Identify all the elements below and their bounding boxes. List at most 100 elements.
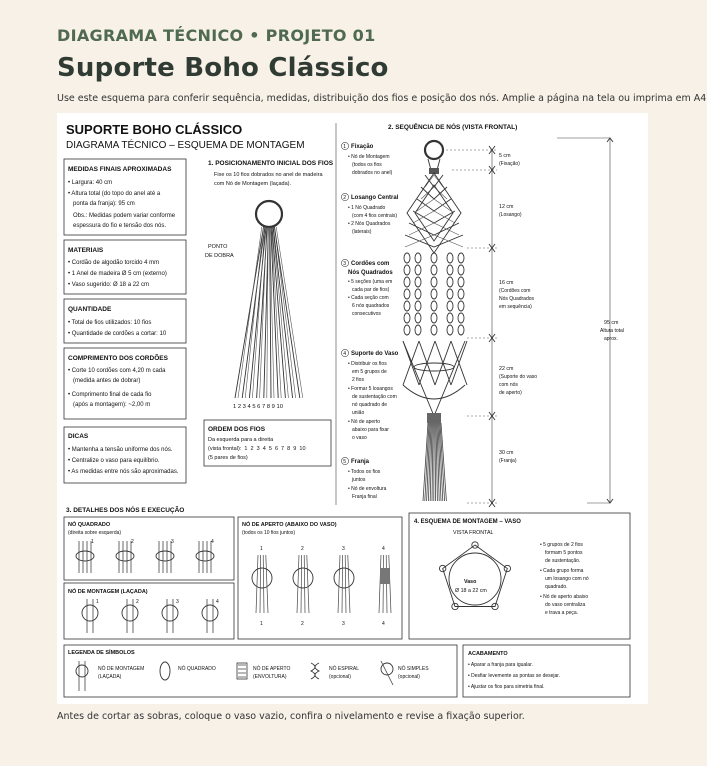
svg-text:5: 5 <box>343 459 346 465</box>
svg-text:• Cada seção com: • Cada seção com <box>348 295 389 301</box>
sheet-subtitle: DIAGRAMA TÉCNICO – ESQUEMA DE MONTAGEM <box>66 138 305 151</box>
cord-numbers: 1 2 3 4 5 6 7 8 9 10 <box>233 404 283 410</box>
intro-text: Use este esquema para conferir sequência… <box>57 93 707 104</box>
dicas-line: • Centralize o vaso para equilíbrio. <box>68 458 160 464</box>
svg-text:1: 1 <box>260 546 263 552</box>
svg-text:2: 2 <box>301 621 304 627</box>
svg-text:de sustentação com: de sustentação com <box>352 394 397 400</box>
svg-text:o vaso: o vaso <box>352 435 367 441</box>
svg-text:união: união <box>352 410 364 416</box>
sheet-title: SUPORTE BOHO CLÁSSICO <box>66 122 242 137</box>
step-suporte: Suporte do Vaso <box>351 351 399 357</box>
svg-text:(opcional): (opcional) <box>329 674 351 680</box>
svg-text:2 fios: 2 fios <box>352 377 364 383</box>
posicionamento-desc: Fixe os 10 fios dobrados no anel de made… <box>214 172 323 178</box>
svg-text:(com 4 fios centrais): (com 4 fios centrais) <box>352 213 397 219</box>
svg-text:NÓ DE MONTAGEM: NÓ DE MONTAGEM <box>98 665 144 672</box>
svg-text:• Desfiar levemente as pontas: • Desfiar levemente as pontas se desejar… <box>468 673 560 679</box>
medidas-line: ponta da franja): 95 cm <box>73 201 135 207</box>
dicas-line: • Mantenha a tensão uniforme dos nós. <box>68 447 173 453</box>
esquema-box: 4. ESQUEMA DE MONTAGEM – VASO VISTA FRON… <box>408 512 631 640</box>
medidas-obs: espessura do fio e tensão dos nós. <box>73 223 166 229</box>
step-cordoes: Cordões com <box>351 261 389 267</box>
medidas-obs: Obs.: Medidas podem variar conforme <box>73 213 176 219</box>
materiais-box: MATERIAIS • Cordão de algodão torcido 4 … <box>63 239 187 295</box>
esquema-title: 4. ESQUEMA DE MONTAGEM – VASO <box>414 519 521 525</box>
medidas-box: MEDIDAS FINAIS APROXIMADAS • Largura: 40… <box>63 158 187 236</box>
kicker: DIAGRAMA TÉCNICO • PROJETO 01 <box>57 26 376 45</box>
svg-text:VISTA FRONTAL: VISTA FRONTAL <box>453 530 493 536</box>
medidas-title: MEDIDAS FINAIS APROXIMADAS <box>68 166 172 173</box>
step-franja: Franja <box>351 459 370 465</box>
svg-text:ACABAMENTO: ACABAMENTO <box>468 651 508 657</box>
no-aperto-box: NÓ DE APERTO (ABAIXO DO VASO) (todos os … <box>237 516 403 640</box>
sequencia-title: 2. SEQUÊNCIA DE NÓS (VISTA FRONTAL) <box>388 122 517 131</box>
ordem-line: (5 pares de fios) <box>208 455 248 461</box>
comprimento-line: • Corte 10 cordões com 4,20 m cada <box>68 368 166 374</box>
materiais-line: • 1 Anel de madeira Ø 5 cm (externo) <box>68 271 167 277</box>
svg-text:12 cm: 12 cm <box>499 204 514 210</box>
svg-text:1: 1 <box>91 539 94 545</box>
svg-text:LEGENDA DE SÍMBOLOS: LEGENDA DE SÍMBOLOS <box>68 648 135 656</box>
svg-text:(opcional): (opcional) <box>398 674 420 680</box>
quantidade-line: • Total de fios utilizados: 10 fios <box>68 320 151 326</box>
dimension-lines: 5 cm (Fixação) 12 cm (Losango) 16 cm (Co… <box>442 137 624 508</box>
comprimento-box: COMPRIMENTO DOS CORDÕES • Corte 10 cordõ… <box>63 347 187 420</box>
diagram-sheet[interactable]: SUPORTE BOHO CLÁSSICO DIAGRAMA TÉCNICO –… <box>57 113 648 704</box>
svg-text:(Cordões com: (Cordões com <box>499 288 530 294</box>
svg-text:Nós Quadrados: Nós Quadrados <box>348 270 393 276</box>
wood-ring-icon <box>254 199 284 229</box>
svg-text:(direita sobre esquerda): (direita sobre esquerda) <box>68 530 121 536</box>
svg-text:NÓ QUADRADO: NÓ QUADRADO <box>178 665 216 672</box>
comprimento-line: • Comprimento final de cada fio <box>68 392 152 398</box>
svg-text:e trava a peça.: e trava a peça. <box>545 610 578 616</box>
quantidade-title: QUANTIDADE <box>68 306 112 313</box>
comprimento-line: (após a montagem): ~2,00 m <box>73 402 150 408</box>
svg-text:• Nó de Montagem: • Nó de Montagem <box>348 154 390 160</box>
svg-text:(Franja): (Franja) <box>499 458 517 464</box>
comprimento-title: COMPRIMENTO DOS CORDÕES <box>68 353 169 362</box>
svg-text:Franja final: Franja final <box>352 494 377 500</box>
svg-text:(ENVOLTURA): (ENVOLTURA) <box>253 674 287 680</box>
posicionamento-section: 1. POSICIONAMENTO INICIAL DOS FIOS Fixe … <box>205 160 334 410</box>
svg-text:Ø 18 a 22 cm: Ø 18 a 22 cm <box>455 588 487 594</box>
svg-text:1: 1 <box>343 144 346 150</box>
svg-text:2: 2 <box>301 546 304 552</box>
svg-text:4: 4 <box>382 621 385 627</box>
step-fixacao: Fixação <box>351 144 374 150</box>
svg-text:(Suporte do vaso: (Suporte do vaso <box>499 374 537 380</box>
ponto-label: DE DOBRA <box>205 253 234 259</box>
svg-text:• Formar 5 losangos: • Formar 5 losangos <box>348 386 393 392</box>
svg-text:(Fixação): (Fixação) <box>499 161 520 167</box>
svg-text:• 5 grupos de 2 fios: • 5 grupos de 2 fios <box>540 542 583 548</box>
svg-text:• 5 seções (uma em: • 5 seções (uma em <box>348 279 392 285</box>
svg-text:Vaso: Vaso <box>464 579 477 585</box>
footer-note: Antes de cortar as sobras, coloque o vas… <box>57 711 525 722</box>
svg-text:4: 4 <box>216 599 219 605</box>
svg-text:Altura total: Altura total <box>600 328 624 334</box>
svg-text:abaixo para fixar: abaixo para fixar <box>352 427 389 433</box>
page-title: Suporte Boho Clássico <box>57 53 389 83</box>
medidas-line: • Largura: 40 cm <box>68 180 112 186</box>
svg-text:• Nó de aperto: • Nó de aperto <box>348 419 380 425</box>
svg-text:formam 5 pontos: formam 5 pontos <box>545 550 583 556</box>
plant-hanger-illustration <box>402 139 468 502</box>
svg-text:2: 2 <box>136 599 139 605</box>
ordem-line: (vista frontal): 1 2 3 4 5 6 7 8 9 10 <box>208 446 306 452</box>
svg-text:juntos: juntos <box>351 477 366 483</box>
svg-text:6 nós quadrados: 6 nós quadrados <box>352 303 390 309</box>
svg-text:NÓ SIMPLES: NÓ SIMPLES <box>398 665 429 672</box>
svg-text:• 2 Nós Quadrados: • 2 Nós Quadrados <box>348 221 391 227</box>
cord-fan-illustration <box>234 226 304 399</box>
svg-text:2: 2 <box>131 539 134 545</box>
dicas-line: • As medidas entre nós são aproximadas. <box>68 469 179 475</box>
svg-text:NÓ DE MONTAGEM (LAÇADA): NÓ DE MONTAGEM (LAÇADA) <box>68 587 148 595</box>
svg-text:16 cm: 16 cm <box>499 280 514 286</box>
svg-text:aprox.: aprox. <box>604 336 618 342</box>
svg-text:consecutivos: consecutivos <box>352 311 381 317</box>
svg-text:3: 3 <box>176 599 179 605</box>
svg-text:cada par de fios): cada par de fios) <box>352 287 390 293</box>
quantidade-box: QUANTIDADE • Total de fios utilizados: 1… <box>63 298 187 344</box>
